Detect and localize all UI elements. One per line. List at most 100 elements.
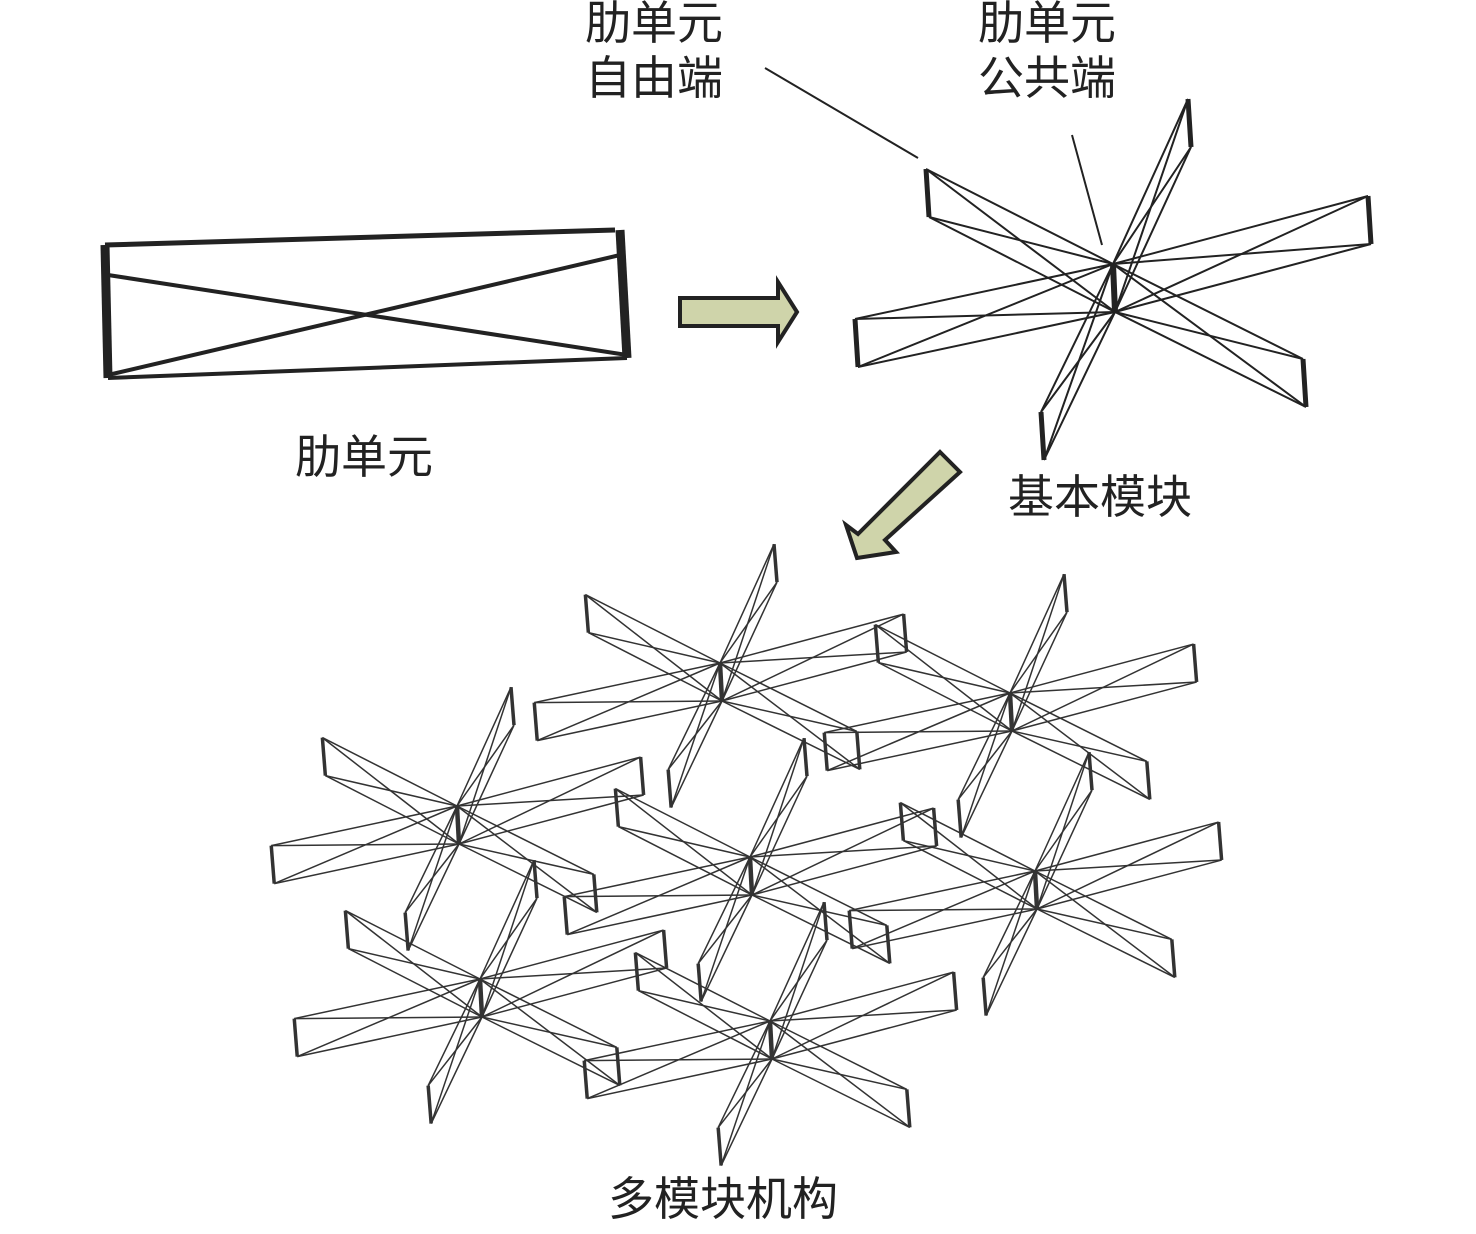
common-end	[454, 805, 462, 845]
rib-strut	[585, 593, 721, 664]
rib-strut	[430, 1016, 483, 1124]
rib-strut	[960, 730, 1013, 838]
basic-module-figure	[852, 98, 1374, 461]
rib-strut	[634, 952, 773, 1060]
rib-strut	[751, 807, 934, 896]
rib-strut	[749, 807, 934, 858]
rib-strut	[751, 737, 805, 896]
free-end	[885, 925, 892, 964]
rib-strut	[584, 594, 723, 702]
rib-strut	[1040, 263, 1114, 413]
rib-strut	[982, 908, 1038, 979]
rib-strut	[564, 856, 751, 898]
rib-strut	[588, 631, 723, 702]
rib-strut	[615, 787, 751, 858]
free-end	[638, 756, 646, 796]
free-end	[956, 799, 963, 838]
rib-strut	[721, 613, 904, 702]
multi-module-label: 多模块机构	[608, 1172, 838, 1226]
free-end	[951, 971, 959, 1011]
leader-line-common-end	[1071, 134, 1103, 246]
rib-strut	[587, 1058, 773, 1100]
free-end	[901, 613, 909, 653]
free-end	[1191, 643, 1199, 683]
rib-strut	[427, 1016, 483, 1087]
common-end	[1032, 870, 1040, 910]
rib-strut	[771, 901, 825, 1060]
free-end	[532, 702, 539, 741]
common-end	[1007, 692, 1015, 732]
rib-strut	[903, 839, 1038, 910]
free-end	[772, 544, 779, 583]
free-end	[802, 738, 809, 777]
rib-strut	[481, 1016, 621, 1087]
rib-strut	[458, 843, 594, 876]
common-end	[477, 978, 485, 1018]
rib-strut	[849, 908, 1038, 912]
rib-strut	[717, 1058, 773, 1129]
free-end	[852, 318, 861, 368]
rib-strut	[751, 894, 891, 965]
rib-strut	[481, 929, 664, 1018]
rib-strut	[721, 651, 907, 702]
rib-strut	[771, 971, 954, 1060]
rib-strut	[854, 263, 1114, 320]
rib-strut	[1009, 573, 1065, 694]
leader-line-free-end	[764, 67, 919, 159]
free-end	[292, 1018, 299, 1057]
free-end	[403, 912, 410, 951]
rib-strut	[719, 613, 904, 664]
rib-strut	[1034, 751, 1090, 872]
rib-strut	[584, 1058, 773, 1062]
rib-strut	[697, 894, 753, 965]
rib-strut	[564, 894, 753, 898]
rib-strut	[534, 700, 723, 704]
rib-strut	[584, 1020, 771, 1062]
rib-strut	[479, 859, 535, 980]
rib-strut	[1034, 821, 1219, 872]
free-end	[1170, 939, 1177, 978]
rib-strut	[481, 897, 538, 1018]
rib-strut	[769, 901, 825, 1022]
rib-strut	[458, 686, 512, 845]
rib-strut	[1011, 730, 1147, 763]
rib-strut	[479, 929, 664, 980]
rib-strut	[857, 311, 1116, 368]
free-end	[822, 732, 829, 771]
rib-strut	[322, 736, 458, 807]
rib-strut	[271, 805, 458, 847]
rib-strut	[1034, 870, 1173, 941]
rib-strut	[479, 978, 618, 1049]
free-end	[1038, 411, 1047, 461]
rib-strut	[1036, 859, 1222, 910]
free-end	[661, 929, 669, 969]
rib-strut	[874, 624, 1013, 732]
common-end	[717, 662, 725, 702]
rib-strut	[1036, 821, 1219, 910]
free-end	[426, 1085, 433, 1124]
rib-strut	[1036, 908, 1172, 941]
free-end	[1062, 574, 1069, 613]
rib-strut	[481, 1016, 617, 1049]
rib-strut	[407, 843, 460, 951]
rib-strut	[771, 1058, 907, 1091]
free-end	[343, 910, 351, 949]
rib-strut	[458, 756, 641, 845]
rib-strut	[1009, 692, 1148, 763]
rib-strut	[456, 756, 641, 807]
rib-strut	[749, 737, 805, 858]
rib-strut	[751, 894, 887, 927]
rib-strut	[345, 909, 481, 980]
rib-strut	[297, 1016, 483, 1058]
rib-strut	[638, 989, 773, 1060]
free-end	[931, 807, 939, 847]
rib-strut	[481, 859, 535, 1018]
rib-common-end-line1: 肋单元	[978, 0, 1116, 50]
rib-strut	[404, 805, 458, 913]
rib-strut	[458, 794, 644, 845]
rib-strut	[719, 662, 858, 733]
rib-unit-label: 肋单元	[295, 430, 433, 484]
free-end	[905, 1089, 912, 1128]
rib-strut	[824, 730, 1013, 734]
rib-strut	[1036, 908, 1176, 979]
